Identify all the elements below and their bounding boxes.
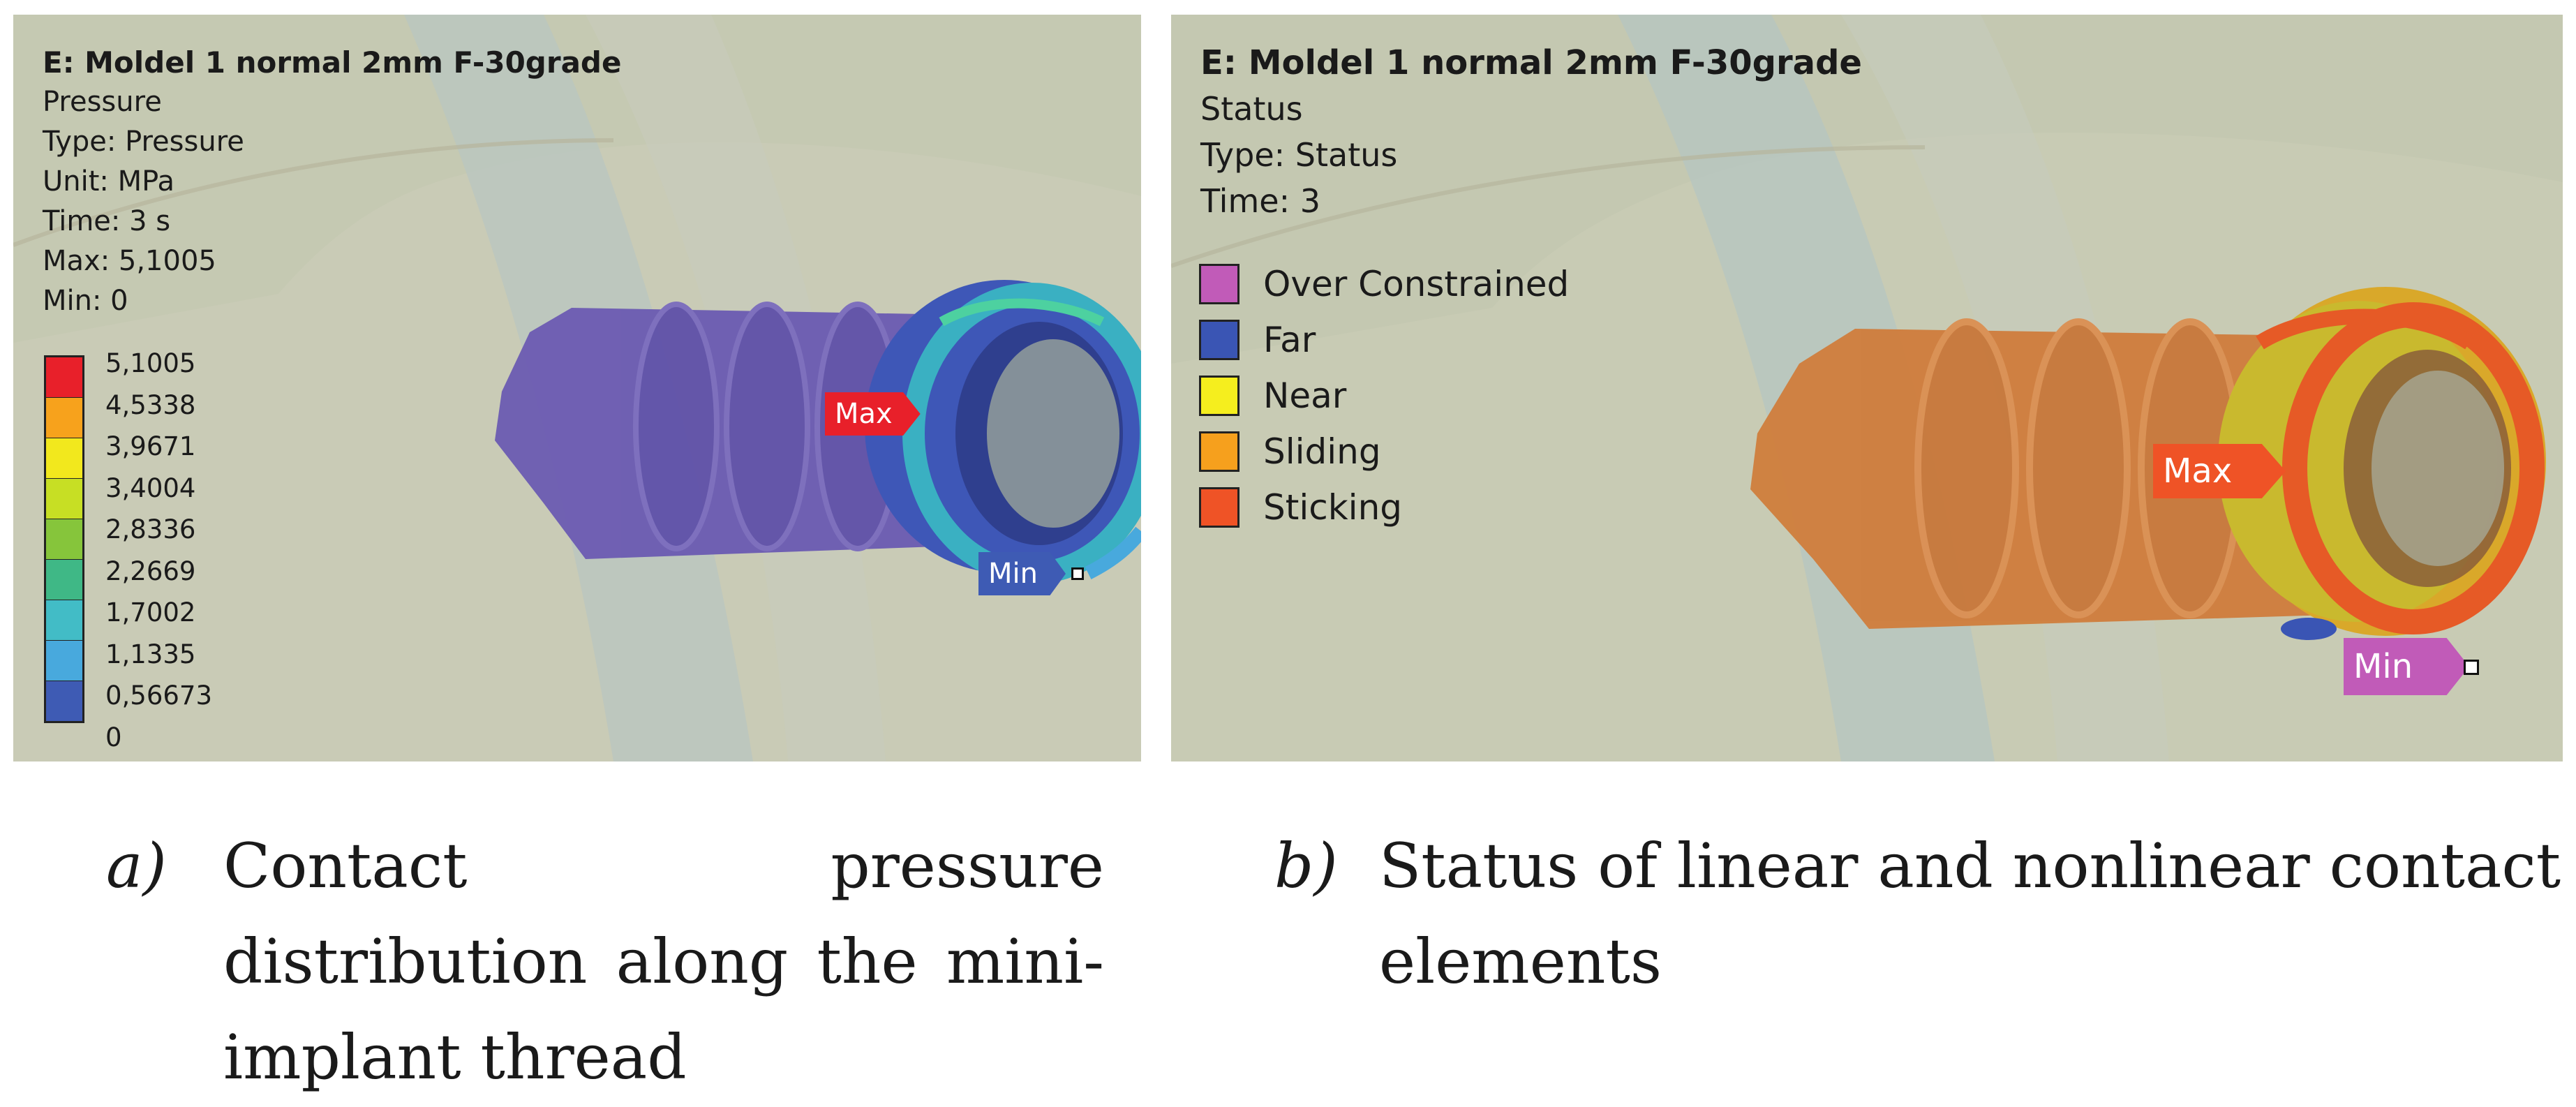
caption-text: Contact pressure distribution along the … (223, 830, 1104, 1093)
legend-swatch (46, 641, 82, 681)
legend-swatch (46, 357, 82, 398)
max-probe-label[interactable]: Max (825, 392, 921, 436)
legend-label: 3,4004 (105, 473, 196, 503)
caption-marker: b) (1274, 830, 1338, 902)
legend-item: Sliding (1199, 424, 1569, 480)
legend-swatch (1199, 487, 1239, 528)
result-line: Status (1200, 90, 1303, 128)
result-title: E: Moldel 1 normal 2mm F-30grade (1200, 43, 1862, 82)
viewport-pressure[interactable]: E: Moldel 1 normal 2mm F-30grade Pressur… (13, 15, 1141, 761)
legend-swatch (46, 681, 82, 721)
min-probe-marker (2464, 660, 2479, 675)
legend-item: Far (1199, 312, 1569, 368)
result-line: Time: 3 (1200, 182, 1320, 220)
legend-label: 0,56673 (105, 681, 213, 711)
status-legend: Over Constrained Far Near Sliding Sticki… (1199, 256, 1569, 535)
legend-item: Over Constrained (1199, 256, 1569, 312)
viewport-status[interactable]: E: Moldel 1 normal 2mm F-30grade Status … (1171, 15, 2563, 761)
legend-label: 2,8336 (105, 514, 196, 544)
result-info: E: Moldel 1 normal 2mm F-30grade Pressur… (43, 43, 621, 321)
legend-swatch (1199, 376, 1239, 416)
legend-label: Near (1263, 376, 1347, 416)
legend-swatch (46, 600, 82, 641)
result-info: E: Moldel 1 normal 2mm F-30grade Status … (1200, 40, 1862, 224)
legend-label: 0 (105, 722, 122, 752)
thread-coils (495, 302, 976, 559)
legend-label: Sliding (1263, 431, 1381, 472)
result-line: Min: 0 (43, 285, 128, 317)
legend-label: 5,1005 (105, 348, 196, 378)
legend-label: 1,1335 (105, 639, 196, 669)
min-probe-label[interactable]: Min (978, 552, 1066, 595)
legend-swatch (46, 519, 82, 560)
max-probe-label[interactable]: Max (2153, 444, 2286, 498)
pressure-3d-model (13, 15, 1141, 761)
legend-label: Sticking (1263, 487, 1402, 528)
caption-text: Status of linear and nonlinear contact e… (1379, 830, 2561, 997)
legend-swatch (1199, 264, 1239, 304)
caption-marker: a) (106, 830, 167, 902)
legend-labels: 5,1005 4,5338 3,9671 3,4004 2,8336 2,266… (105, 343, 212, 758)
legend-item: Near (1199, 368, 1569, 424)
legend-label: 4,5338 (105, 389, 196, 420)
result-line: Type: Pressure (43, 126, 244, 158)
legend-swatch (1199, 431, 1239, 472)
result-line: Time: 3 s (43, 205, 171, 237)
legend-color-bar (44, 355, 84, 723)
legend-label: Far (1263, 320, 1316, 360)
status-3d-model (1171, 15, 2563, 761)
legend-swatch (1199, 320, 1239, 360)
legend-label: Over Constrained (1263, 264, 1570, 304)
result-line: Unit: MPa (43, 165, 174, 198)
result-title: E: Moldel 1 normal 2mm F-30grade (43, 45, 622, 80)
result-line: Pressure (43, 86, 162, 118)
min-probe-label[interactable]: Min (2344, 638, 2469, 695)
legend-label: 2,2669 (105, 556, 196, 586)
legend-item: Sticking (1199, 480, 1569, 535)
legend-label: 1,7002 (105, 597, 196, 627)
legend-swatch (46, 560, 82, 600)
legend-swatch (46, 398, 82, 438)
legend-label: 3,9671 (105, 431, 196, 461)
thread-coils (1750, 318, 2330, 629)
legend-swatch (46, 479, 82, 519)
legend-swatch (46, 438, 82, 479)
min-probe-marker (1071, 567, 1084, 580)
result-line: Type: Status (1200, 136, 1398, 174)
result-line: Max: 5,1005 (43, 245, 216, 277)
